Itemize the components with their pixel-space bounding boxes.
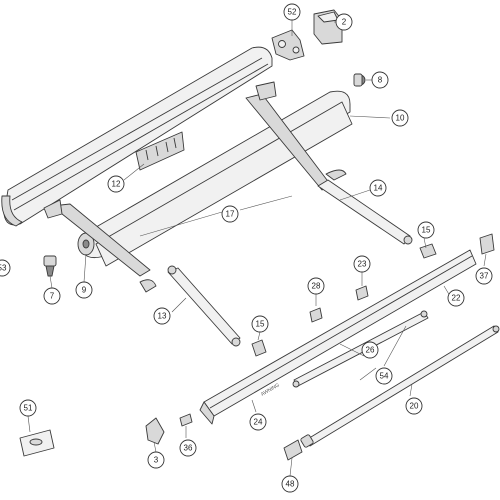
callout-number: 53 — [0, 264, 7, 273]
callout-number: 23 — [358, 260, 367, 269]
callout-number: 37 — [480, 272, 489, 281]
end-cap-assembly — [271, 29, 305, 61]
callout-number: 17 — [226, 210, 235, 219]
callout-bubble — [107, 175, 125, 193]
callout-23: 23 — [353, 255, 371, 273]
callout-bubble — [251, 315, 269, 333]
callout-53: 53 — [0, 259, 11, 277]
callout-bubble — [375, 367, 393, 385]
callout-8: 8 — [371, 71, 389, 89]
arm-foot-left — [251, 339, 267, 357]
callout-number: 54 — [380, 372, 389, 381]
callout-37: 37 — [475, 267, 493, 285]
callout-2: 2 — [335, 13, 353, 31]
callout-bubble — [391, 109, 409, 127]
callout-10: 10 — [391, 109, 409, 127]
crank-handle-cap — [19, 429, 55, 457]
callout-number: 14 — [374, 184, 383, 193]
lead-rail-clip-23 — [355, 285, 369, 301]
callout-bubble — [353, 255, 371, 273]
callout-3: 3 — [147, 451, 165, 469]
callout-bubble — [417, 221, 435, 239]
callout-bubble — [221, 205, 239, 223]
callout-bubble — [335, 13, 353, 31]
callout-number: 3 — [154, 456, 159, 465]
case-mount-bracket — [135, 131, 185, 171]
lead-rail-end-bracket — [479, 233, 495, 255]
callout-bubble — [369, 179, 387, 197]
callout-number: 12 — [112, 180, 121, 189]
callout-7: 7 — [43, 287, 61, 305]
roller-end-plug — [353, 73, 366, 87]
callout-bubble — [19, 399, 37, 417]
callout-number: 26 — [366, 346, 375, 355]
callout-17: 17 — [221, 205, 239, 223]
lower-arm-right — [317, 169, 413, 245]
slider-part-48 — [283, 439, 303, 461]
callout-48: 48 — [281, 475, 299, 493]
callout-bubble — [307, 277, 325, 295]
callout-bubble — [283, 3, 301, 21]
callout-bubble — [371, 71, 389, 89]
callout-20: 20 — [405, 397, 423, 415]
callout-15a: 15 — [417, 221, 435, 239]
roller-end-fitting — [43, 255, 57, 277]
callout-number: 2 — [342, 18, 347, 27]
callout-bubble — [475, 267, 493, 285]
callout-54: 54 — [375, 367, 393, 385]
callout-bubble — [0, 259, 11, 277]
lead-rail-clip-28 — [309, 307, 323, 323]
callout-number: 36 — [184, 444, 193, 453]
callout-bubble — [153, 307, 171, 325]
leader-lines — [27, 20, 487, 477]
callout-number: 7 — [50, 292, 55, 301]
callout-bubble — [249, 413, 267, 431]
callout-52: 52 — [283, 3, 301, 21]
rafter-pole — [300, 325, 500, 448]
callout-bubble — [405, 397, 423, 415]
lead-rail: AWNING — [199, 249, 477, 425]
callout-36: 36 — [179, 439, 197, 457]
callout-28: 28 — [307, 277, 325, 295]
bracket-part-3 — [145, 417, 165, 445]
callout-51: 51 — [19, 399, 37, 417]
callout-number: 48 — [286, 480, 295, 489]
callout-bubble — [447, 289, 465, 307]
upper-arm-left — [43, 199, 151, 277]
callout-bubble — [147, 451, 165, 469]
callout-bubble — [179, 439, 197, 457]
lower-arm-left — [139, 265, 241, 347]
screw-part-36 — [179, 413, 193, 427]
callout-number: 8 — [378, 76, 383, 85]
rafter-arm — [292, 310, 429, 388]
callout-14: 14 — [369, 179, 387, 197]
callout-number: 51 — [24, 404, 33, 413]
callout-24: 24 — [249, 413, 267, 431]
callout-12: 12 — [107, 175, 125, 193]
callout-number: 15 — [422, 226, 431, 235]
callout-number: 22 — [452, 294, 461, 303]
callout-bubble — [43, 287, 61, 305]
callout-bubble — [281, 475, 299, 493]
callout-number: 9 — [82, 286, 87, 295]
callout-26: 26 — [361, 341, 379, 359]
awning-case — [1, 46, 273, 227]
callout-22: 22 — [447, 289, 465, 307]
callout-number: 10 — [396, 114, 405, 123]
callout-number: 13 — [158, 312, 167, 321]
callout-13: 13 — [153, 307, 171, 325]
callout-number: 15 — [256, 320, 265, 329]
callout-bubble — [361, 341, 379, 359]
callout-15b: 15 — [251, 315, 269, 333]
callout-number: 20 — [410, 402, 419, 411]
callout-bubble — [75, 281, 93, 299]
end-cap-cover — [313, 9, 343, 45]
callout-number: 24 — [254, 418, 263, 427]
arm-foot-right — [419, 243, 437, 259]
callout-9: 9 — [75, 281, 93, 299]
callout-number: 52 — [288, 8, 297, 17]
callout-labels: 5228101214171553791328232237152654202451… — [0, 3, 493, 493]
callout-number: 28 — [312, 282, 321, 291]
